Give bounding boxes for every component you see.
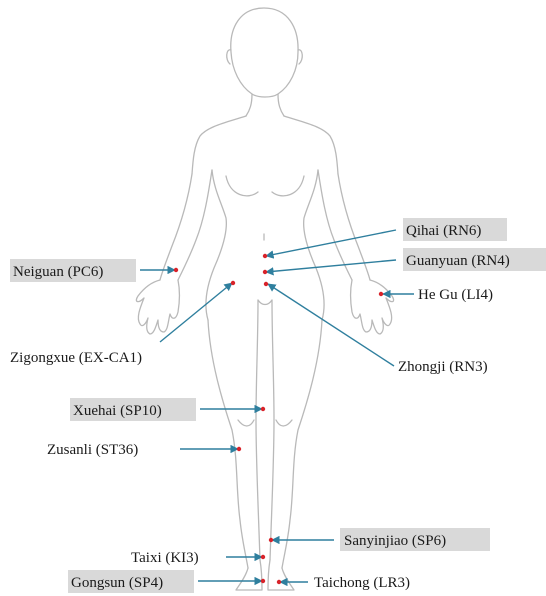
zigongxue-point bbox=[231, 281, 235, 285]
qihai-point bbox=[263, 254, 267, 258]
hegu-label: He Gu (LI4) bbox=[418, 287, 493, 303]
sanyinjiao-label: Sanyinjiao (SP6) bbox=[344, 533, 446, 549]
taichong-label: Taichong (LR3) bbox=[314, 575, 410, 591]
qihai-leader bbox=[266, 230, 396, 256]
neiguan-label: Neiguan (PC6) bbox=[13, 264, 103, 280]
zhongji-leader bbox=[268, 284, 394, 366]
gongsun-point bbox=[261, 579, 265, 583]
zusanli-point bbox=[237, 447, 241, 451]
guanyuan-point bbox=[263, 270, 267, 274]
zigongxue-label: Zigongxue (EX-CA1) bbox=[10, 350, 142, 366]
taichong-point bbox=[277, 580, 281, 584]
taixi-label: Taixi (KI3) bbox=[131, 550, 199, 566]
zusanli-label: Zusanli (ST36) bbox=[47, 442, 138, 458]
neiguan-point bbox=[174, 268, 178, 272]
gongsun-label: Gongsun (SP4) bbox=[71, 575, 163, 591]
zhongji-label: Zhongji (RN3) bbox=[398, 359, 488, 375]
guanyuan-leader bbox=[266, 260, 396, 272]
qihai-label: Qihai (RN6) bbox=[406, 223, 481, 239]
taixi-point bbox=[261, 555, 265, 559]
xuehai-point bbox=[261, 407, 265, 411]
xuehai-label: Xuehai (SP10) bbox=[73, 403, 162, 419]
sanyinjiao-point bbox=[269, 538, 273, 542]
hegu-point bbox=[379, 292, 383, 296]
human-body-outline bbox=[136, 8, 393, 590]
zigongxue-leader bbox=[160, 283, 232, 342]
guanyuan-label: Guanyuan (RN4) bbox=[406, 253, 510, 269]
zhongji-point bbox=[264, 282, 268, 286]
